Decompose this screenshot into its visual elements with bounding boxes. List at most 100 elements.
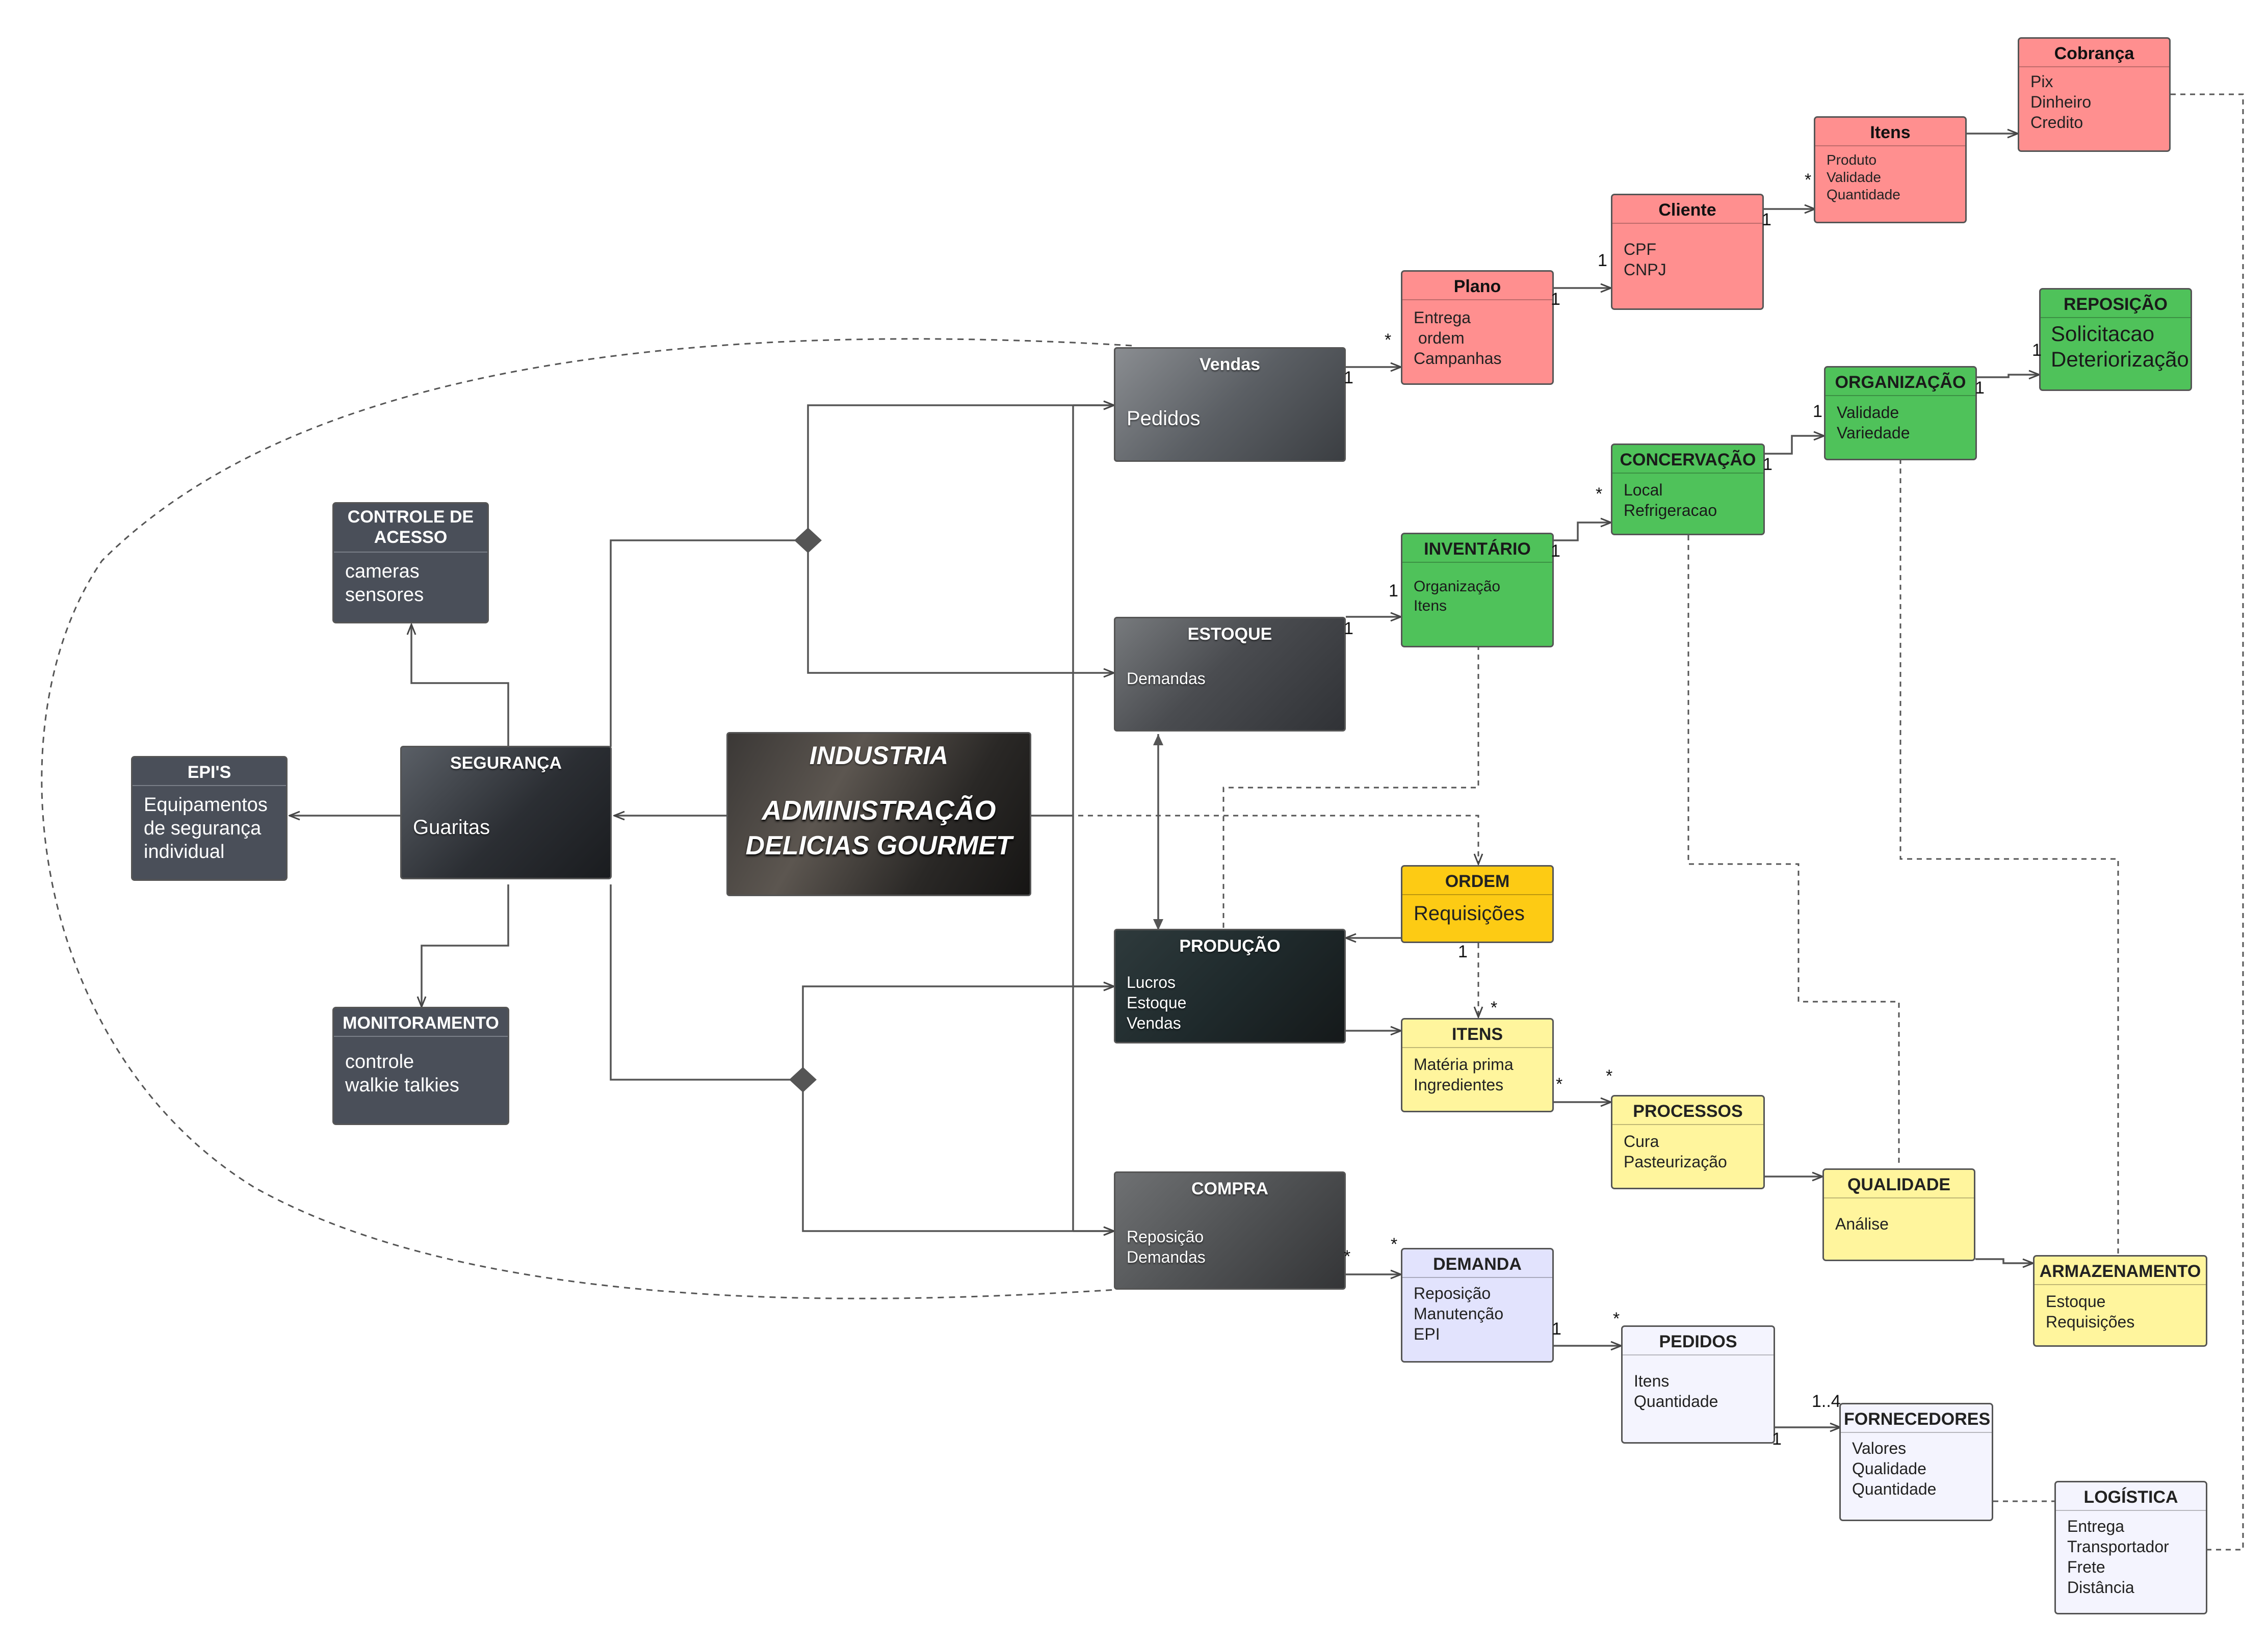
controle-acesso-line: sensores bbox=[345, 584, 424, 606]
system-boundary-ellipse bbox=[41, 338, 1132, 1299]
logistica-box[interactable]: LOGÍSTICA Entrega Transportador Frete Di… bbox=[2054, 1481, 2207, 1614]
epis-box[interactable]: EPI'S Equipamentos de segurança individu… bbox=[131, 756, 288, 881]
pedidos-title: PEDIDOS bbox=[1623, 1327, 1774, 1355]
seguranca-title: SEGURANÇA bbox=[450, 753, 562, 773]
controle-acesso-box[interactable]: CONTROLE DE ACESSO cameras sensores bbox=[332, 502, 489, 623]
aggregation-diamond-top bbox=[794, 528, 822, 553]
itens-venda-body: Produto Validade Quantidade bbox=[1815, 146, 1965, 203]
inventario-title: INVENTÁRIO bbox=[1402, 534, 1552, 563]
armazenamento-box[interactable]: ARMAZENAMENTO Estoque Requisições bbox=[2033, 1255, 2207, 1347]
cliente-title: Cliente bbox=[1612, 195, 1762, 224]
cliente-body: CPF CNPJ bbox=[1612, 224, 1762, 280]
mult-itens-processos-star-b: * bbox=[1606, 1066, 1613, 1086]
processos-line: Cura bbox=[1624, 1132, 1659, 1151]
dep-concervacao-qualidade bbox=[1687, 535, 1900, 1167]
monitoramento-line: controle bbox=[345, 1051, 414, 1073]
producao-line: Vendas bbox=[1127, 1014, 1181, 1032]
ordem-title: ORDEM bbox=[1402, 867, 1552, 895]
estoque-body: Demandas bbox=[1127, 669, 1206, 688]
concervacao-box[interactable]: CONCERVAÇÃO Local Refrigeracao bbox=[1611, 443, 1765, 535]
link-inventario-concervacao bbox=[1554, 523, 1611, 541]
logistica-line: Frete bbox=[2067, 1558, 2105, 1576]
compra-body: Reposição Demandas bbox=[1127, 1226, 1206, 1267]
ordem-box[interactable]: ORDEM Requisições bbox=[1401, 865, 1554, 943]
monitoramento-box[interactable]: MONITORAMENTO controle walkie talkies bbox=[332, 1007, 509, 1125]
mult-plano-cliente-one-b: 1 bbox=[1598, 251, 1607, 270]
epis-line: individual bbox=[144, 841, 225, 863]
monitoramento-line: walkie talkies bbox=[345, 1075, 459, 1096]
controle-acesso-line: cameras bbox=[345, 561, 420, 582]
pedidos-box[interactable]: PEDIDOS Itens Quantidade bbox=[1621, 1325, 1775, 1444]
fornecedores-line: Quantidade bbox=[1852, 1480, 1937, 1498]
cobranca-body: Pix Dinheiro Credito bbox=[2019, 67, 2169, 133]
cliente-line: CNPJ bbox=[1624, 260, 1666, 279]
producao-node[interactable]: PRODUÇÃO Lucros Estoque Vendas bbox=[1114, 929, 1346, 1043]
seguranca-body: Guaritas bbox=[413, 816, 490, 839]
epis-body: Equipamentos de segurança individual bbox=[133, 786, 286, 864]
link-qualidade-armazenamento bbox=[1975, 1258, 2033, 1263]
processos-box[interactable]: PROCESSOS Cura Pasteurização bbox=[1611, 1095, 1765, 1189]
link-diamond-estoque bbox=[807, 548, 1114, 673]
organizacao-line: Variedade bbox=[1837, 424, 1910, 442]
mult-inventario-concervacao-star: * bbox=[1596, 484, 1603, 504]
plano-body: Entrega ordem Campanhas bbox=[1402, 300, 1552, 369]
mult-compra-demanda-star-b: * bbox=[1391, 1235, 1398, 1254]
concervacao-body: Local Refrigeracao bbox=[1612, 474, 1763, 520]
organizacao-body: Validade Variedade bbox=[1826, 396, 1975, 443]
epis-title: EPI'S bbox=[133, 758, 286, 786]
compra-title: COMPRA bbox=[1191, 1179, 1269, 1198]
ordem-body: Requisições bbox=[1402, 895, 1552, 926]
mult-plano-cliente-one-a: 1 bbox=[1551, 290, 1560, 309]
itens-venda-line: Produto bbox=[1827, 152, 1877, 168]
producao-title: PRODUÇÃO bbox=[1179, 936, 1281, 956]
compra-node[interactable]: COMPRA Reposição Demandas bbox=[1114, 1171, 1346, 1290]
industria-subtitle-line2: DELICIAS GOURMET bbox=[745, 831, 1012, 860]
itens-producao-box[interactable]: ITENS Matéria prima Ingredientes bbox=[1401, 1018, 1554, 1112]
vendas-title: Vendas bbox=[1199, 355, 1261, 374]
mult-ordem-one: 1 bbox=[1458, 942, 1468, 961]
mult-organizacao-reposicao-one-b: 1 bbox=[2032, 341, 2042, 360]
itens-venda-title: Itens bbox=[1815, 118, 1965, 146]
concervacao-line: Local bbox=[1624, 481, 1663, 499]
cobranca-line: Dinheiro bbox=[2030, 93, 2092, 111]
vendas-node[interactable]: Vendas Pedidos bbox=[1114, 347, 1346, 462]
organizacao-title: ORGANIZAÇÃO bbox=[1826, 368, 1975, 396]
qualidade-line: Análise bbox=[1835, 1215, 1889, 1233]
vendas-body: Pedidos bbox=[1127, 407, 1201, 430]
estoque-title: ESTOQUE bbox=[1187, 624, 1272, 644]
inventario-box[interactable]: INVENTÁRIO Organização Itens bbox=[1401, 533, 1554, 647]
pedidos-line: Quantidade bbox=[1634, 1392, 1718, 1411]
demanda-box[interactable]: DEMANDA Reposição Manutenção EPI bbox=[1401, 1248, 1554, 1363]
fornecedores-box[interactable]: FORNECEDORES Valores Qualidade Quantidad… bbox=[1839, 1403, 1993, 1521]
industria-node[interactable]: INDUSTRIA ADMINISTRAÇÃO DELICIAS GOURMET bbox=[726, 732, 1031, 896]
plano-box[interactable]: Plano Entrega ordem Campanhas bbox=[1401, 270, 1554, 385]
organizacao-box[interactable]: ORGANIZAÇÃO Validade Variedade bbox=[1824, 366, 1977, 460]
cliente-box[interactable]: Cliente CPF CNPJ bbox=[1611, 194, 1764, 310]
link-seguranca-monitor bbox=[422, 884, 509, 1007]
seguranca-node[interactable]: SEGURANÇA Guaritas bbox=[400, 746, 612, 879]
concervacao-title: CONCERVAÇÃO bbox=[1612, 445, 1763, 474]
inventario-line: Itens bbox=[1414, 597, 1447, 614]
qualidade-box[interactable]: QUALIDADE Análise bbox=[1822, 1168, 1975, 1261]
demanda-line: Reposição bbox=[1414, 1284, 1491, 1302]
dep-inventario-producao bbox=[1222, 645, 1479, 930]
estoque-node[interactable]: ESTOQUE Demandas bbox=[1114, 617, 1346, 732]
estoque-line: Demandas bbox=[1127, 669, 1206, 688]
producao-line: Lucros bbox=[1127, 973, 1176, 991]
cliente-line: CPF bbox=[1624, 240, 1656, 258]
cobranca-box[interactable]: Cobrança Pix Dinheiro Credito bbox=[2018, 37, 2171, 152]
link-seguranca-diamond-bottom bbox=[610, 884, 808, 1081]
reposicao-box[interactable]: REPOSIÇÃO Solicitacao Deteriorização bbox=[2039, 288, 2192, 391]
vendas-line: Pedidos bbox=[1127, 407, 1201, 430]
demanda-line: EPI bbox=[1414, 1325, 1440, 1343]
compra-line: Demandas bbox=[1127, 1248, 1206, 1266]
armazenamento-line: Estoque bbox=[2046, 1292, 2106, 1311]
itens-venda-box[interactable]: Itens Produto Validade Quantidade bbox=[1814, 116, 1967, 223]
controle-acesso-title-line2: ACESSO bbox=[374, 528, 448, 547]
seguranca-line: Guaritas bbox=[413, 816, 490, 839]
plano-line: Campanhas bbox=[1414, 349, 1502, 368]
itens-venda-line: Quantidade bbox=[1827, 187, 1900, 202]
demanda-title: DEMANDA bbox=[1402, 1249, 1552, 1278]
cobranca-line: Pix bbox=[2030, 72, 2053, 91]
